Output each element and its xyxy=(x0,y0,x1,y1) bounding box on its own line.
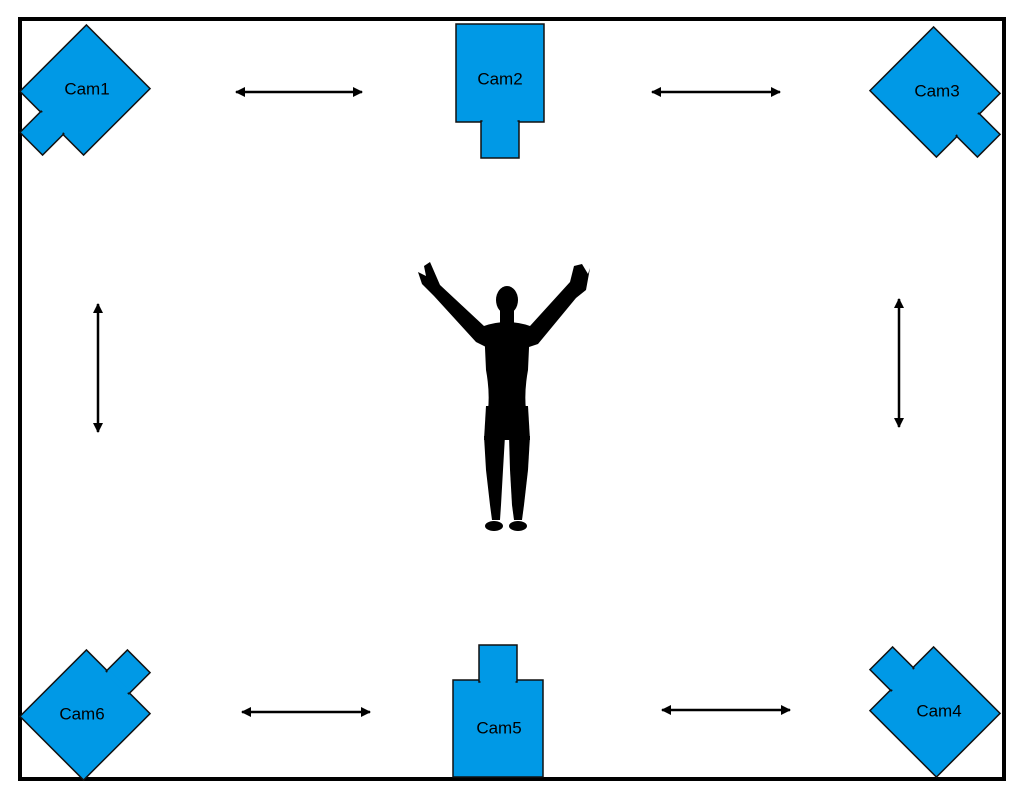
person-silhouette xyxy=(418,262,590,531)
camera-body xyxy=(455,23,545,123)
camera-label: Cam5 xyxy=(476,718,521,737)
camera-cam2: Cam2 xyxy=(455,23,545,159)
camera-label: Cam6 xyxy=(59,704,104,723)
camera-cam4: Cam4 xyxy=(868,645,1002,779)
camera-cam6: Cam6 xyxy=(18,648,152,782)
camera-label: Cam2 xyxy=(477,69,522,88)
camera-lens xyxy=(478,644,518,683)
camera-label: Cam3 xyxy=(914,81,959,100)
camera-label: Cam1 xyxy=(64,79,109,98)
camera-lens xyxy=(480,120,520,159)
camera-label: Cam4 xyxy=(916,701,961,720)
camera-cam3: Cam3 xyxy=(868,25,1002,159)
camera-cam5: Cam5 xyxy=(452,644,544,778)
camera-cam1: Cam1 xyxy=(18,23,152,157)
